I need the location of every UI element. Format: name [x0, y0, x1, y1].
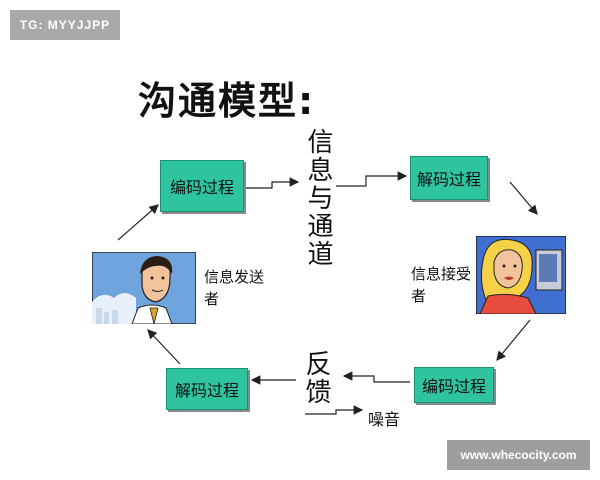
arrow-noise: [305, 405, 364, 415]
arrow-encode-to-feedback: [342, 371, 410, 383]
channel-label: 信息与通道: [303, 128, 333, 268]
feedback-label: 反馈: [301, 350, 331, 406]
tg-banner: TG: MYYJJPP: [10, 10, 120, 40]
arrow-encode-to-channel: [246, 177, 300, 189]
sender-label: 信息发送者: [204, 268, 265, 308]
arrow-channel-to-decode: [336, 171, 408, 187]
arrow-sender-to-encode: [117, 204, 159, 241]
watermark: www.whecocity.com: [447, 440, 590, 470]
decode-box-top: 解码过程: [410, 156, 488, 200]
encode-box-top: 编码过程: [160, 160, 244, 212]
receiver-woman-illustration: [476, 236, 566, 314]
arrow-decode-to-receiver: [509, 181, 538, 215]
decode-box-bottom: 解码过程: [166, 368, 248, 410]
arrow-decode-to-sender: [147, 329, 181, 365]
arrow-receiver-to-encode: [496, 319, 531, 361]
noise-label: 噪音: [368, 410, 401, 429]
sender-man-illustration: [92, 252, 196, 324]
page-title: 沟通模型:: [138, 79, 316, 123]
encode-box-bottom: 编码过程: [414, 367, 494, 403]
receiver-label: 信息接受者: [411, 265, 472, 305]
